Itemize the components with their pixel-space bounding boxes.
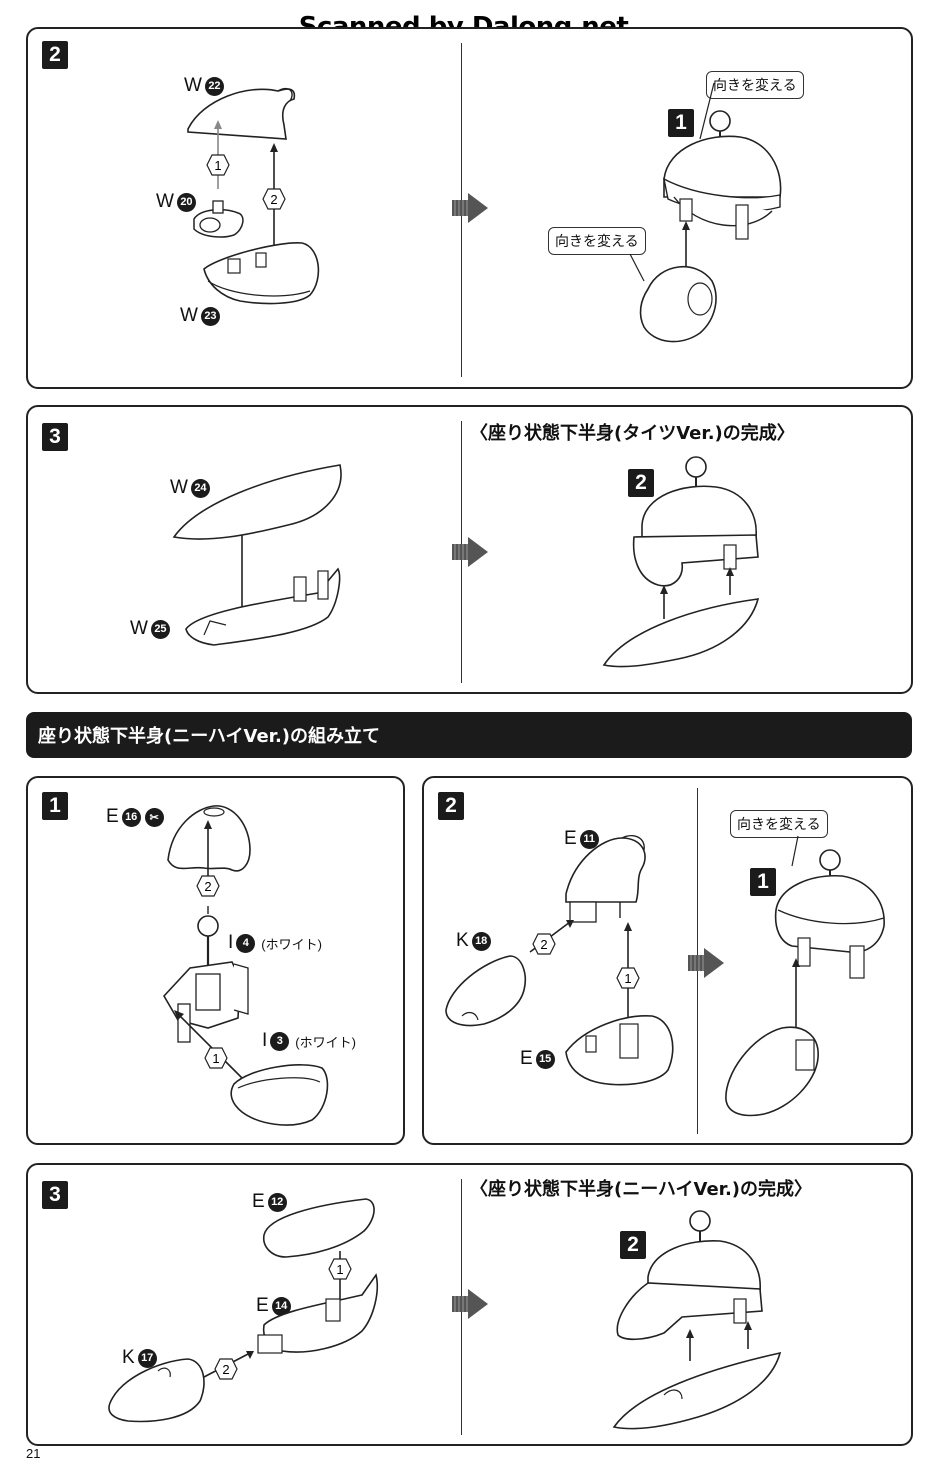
assembly-diagram-left xyxy=(172,464,342,646)
sub-assembly-ref: 1 xyxy=(750,868,776,896)
svg-text:2: 2 xyxy=(204,879,211,894)
svg-text:2: 2 xyxy=(222,1362,229,1377)
section-banner: 座り状態下半身(ニーハイVer.)の組み立て xyxy=(26,712,912,758)
callout-rotate: 向きを変える xyxy=(706,71,804,99)
step-number: 3 xyxy=(42,1181,68,1209)
assembly-diagram-right xyxy=(602,456,760,668)
order-marker: 1 xyxy=(204,1047,228,1069)
assembly-diagram-right xyxy=(629,82,782,343)
svg-text:2: 2 xyxy=(270,192,277,207)
order-marker: 1 xyxy=(616,967,640,989)
callout-rotate: 向きを変える xyxy=(548,227,646,255)
svg-text:1: 1 xyxy=(212,1051,219,1066)
svg-text:1: 1 xyxy=(214,158,221,173)
cut-tool-icon: ✂ xyxy=(144,807,164,827)
order-marker: 2 xyxy=(532,933,556,955)
assembly-diagram-right xyxy=(725,835,885,1117)
order-marker: 2 xyxy=(262,188,286,210)
assembly-diagram-left xyxy=(187,87,320,305)
sub-assembly-ref: 2 xyxy=(620,1231,646,1259)
step-number: 3 xyxy=(42,423,68,451)
order-marker: 2 xyxy=(196,875,220,897)
sub-assembly-ref: 1 xyxy=(668,109,694,137)
step-number: 1 xyxy=(42,792,68,820)
assembly-diagram xyxy=(163,805,329,1126)
callout-rotate: 向きを変える xyxy=(730,810,828,838)
assembly-diagram-left xyxy=(108,1198,378,1423)
order-marker: 1 xyxy=(206,154,230,176)
assembly-diagram-left xyxy=(445,834,674,1086)
page-number: 21 xyxy=(26,1446,41,1461)
svg-text:1: 1 xyxy=(624,971,631,986)
assembly-diagram-right xyxy=(612,1210,782,1430)
step-number: 2 xyxy=(42,41,68,69)
completion-heading: 〈座り状態下半身(タイツVer.)の完成〉 xyxy=(470,423,795,444)
order-marker: 2 xyxy=(214,1358,238,1380)
svg-text:2: 2 xyxy=(540,937,547,952)
sub-assembly-ref: 2 xyxy=(628,469,654,497)
order-marker: 1 xyxy=(328,1258,352,1280)
svg-text:1: 1 xyxy=(336,1262,343,1277)
completion-heading: 〈座り状態下半身(ニーハイVer.)の完成〉 xyxy=(470,1179,813,1200)
step-number: 2 xyxy=(438,792,464,820)
